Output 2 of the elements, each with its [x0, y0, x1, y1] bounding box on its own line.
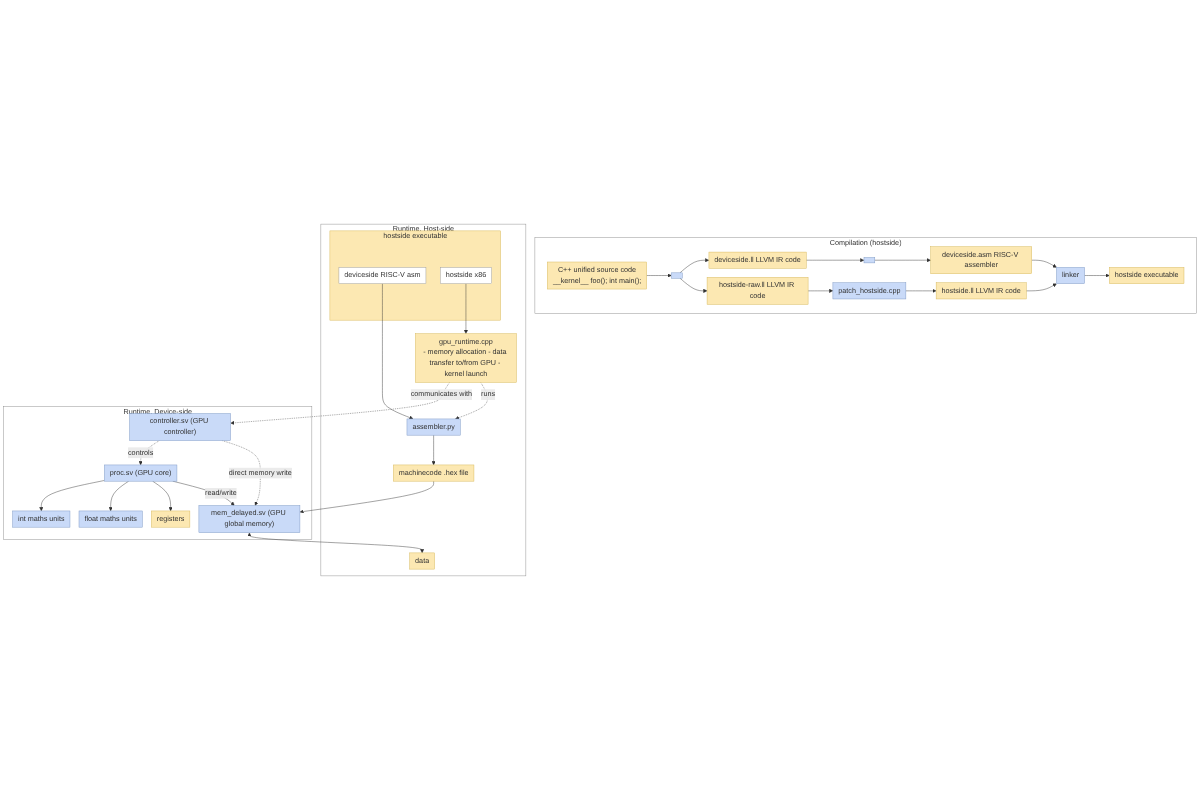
node-box	[671, 272, 683, 279]
node-box	[863, 257, 876, 264]
